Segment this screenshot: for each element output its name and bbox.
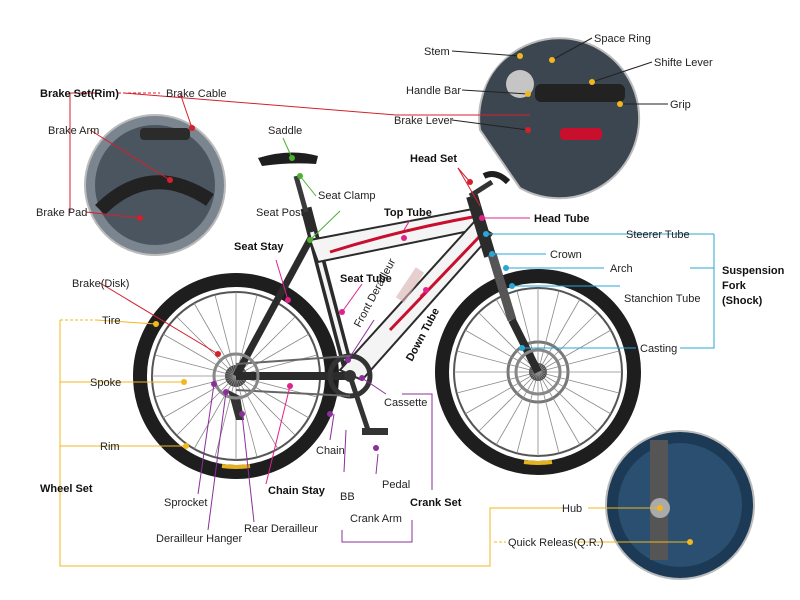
frame [214, 152, 560, 435]
label-seat-post: Seat Post [256, 207, 304, 219]
label-top-tube: Top Tube [384, 207, 432, 219]
inset-hub [606, 431, 754, 579]
label-shifte-lever: Shifte Lever [654, 57, 713, 69]
label-brake-pad: Brake Pad [36, 207, 87, 219]
label-stem: Stem [424, 46, 450, 58]
label-brake-arm: Brake Arm [48, 125, 99, 137]
label-seat-stay: Seat Stay [234, 241, 284, 253]
label-head-set: Head Set [410, 153, 457, 165]
label-cassette: Cassette [384, 397, 427, 409]
label-sprocket: Sprocket [164, 497, 207, 509]
label-casting: Casting [640, 343, 677, 355]
label-tire: Tire [102, 315, 121, 327]
label-rear-derailleur: Rear Derailleur [244, 523, 318, 535]
label-crown: Crown [550, 249, 582, 261]
inset-brake-rim [85, 115, 225, 255]
label-saddle: Saddle [268, 125, 302, 137]
inset-handlebar [479, 38, 639, 198]
label-pedal: Pedal [382, 479, 410, 491]
label-brake-lever: Brake Lever [394, 115, 454, 127]
label-seat-clamp: Seat Clamp [318, 190, 375, 202]
label-derailleur-hanger: Derailleur Hanger [156, 533, 243, 545]
label-brake-set-rim: Brake Set(Rim) [40, 88, 119, 100]
label-brake-disk: Brake(Disk) [72, 278, 129, 290]
label-crank-set: Crank Set [410, 497, 462, 509]
label-suspension: Suspension [722, 265, 785, 277]
label-suspension-shock: (Shock) [722, 295, 763, 307]
label-bb: BB [340, 491, 355, 503]
label-handle-bar: Handle Bar [406, 85, 461, 97]
label-arch: Arch [610, 263, 633, 275]
label-spoke: Spoke [90, 377, 121, 389]
label-space-ring: Space Ring [594, 33, 651, 45]
label-wheel-set: Wheel Set [40, 483, 93, 495]
label-rim: Rim [100, 441, 120, 453]
label-head-tube: Head Tube [534, 213, 589, 225]
label-stanchion-tube: Stanchion Tube [624, 293, 700, 305]
label-chain-stay: Chain Stay [268, 485, 326, 497]
label-brake-cable: Brake Cable [166, 88, 227, 100]
label-quick-release: Quick Releas(Q.R.) [508, 537, 603, 549]
label-steerer-tube: Steerer Tube [626, 229, 690, 241]
label-crank-arm: Crank Arm [350, 513, 402, 525]
label-chain: Chain [316, 445, 345, 457]
label-suspension-fork: Fork [722, 280, 747, 292]
label-grip: Grip [670, 99, 691, 111]
label-hub: Hub [562, 503, 582, 515]
